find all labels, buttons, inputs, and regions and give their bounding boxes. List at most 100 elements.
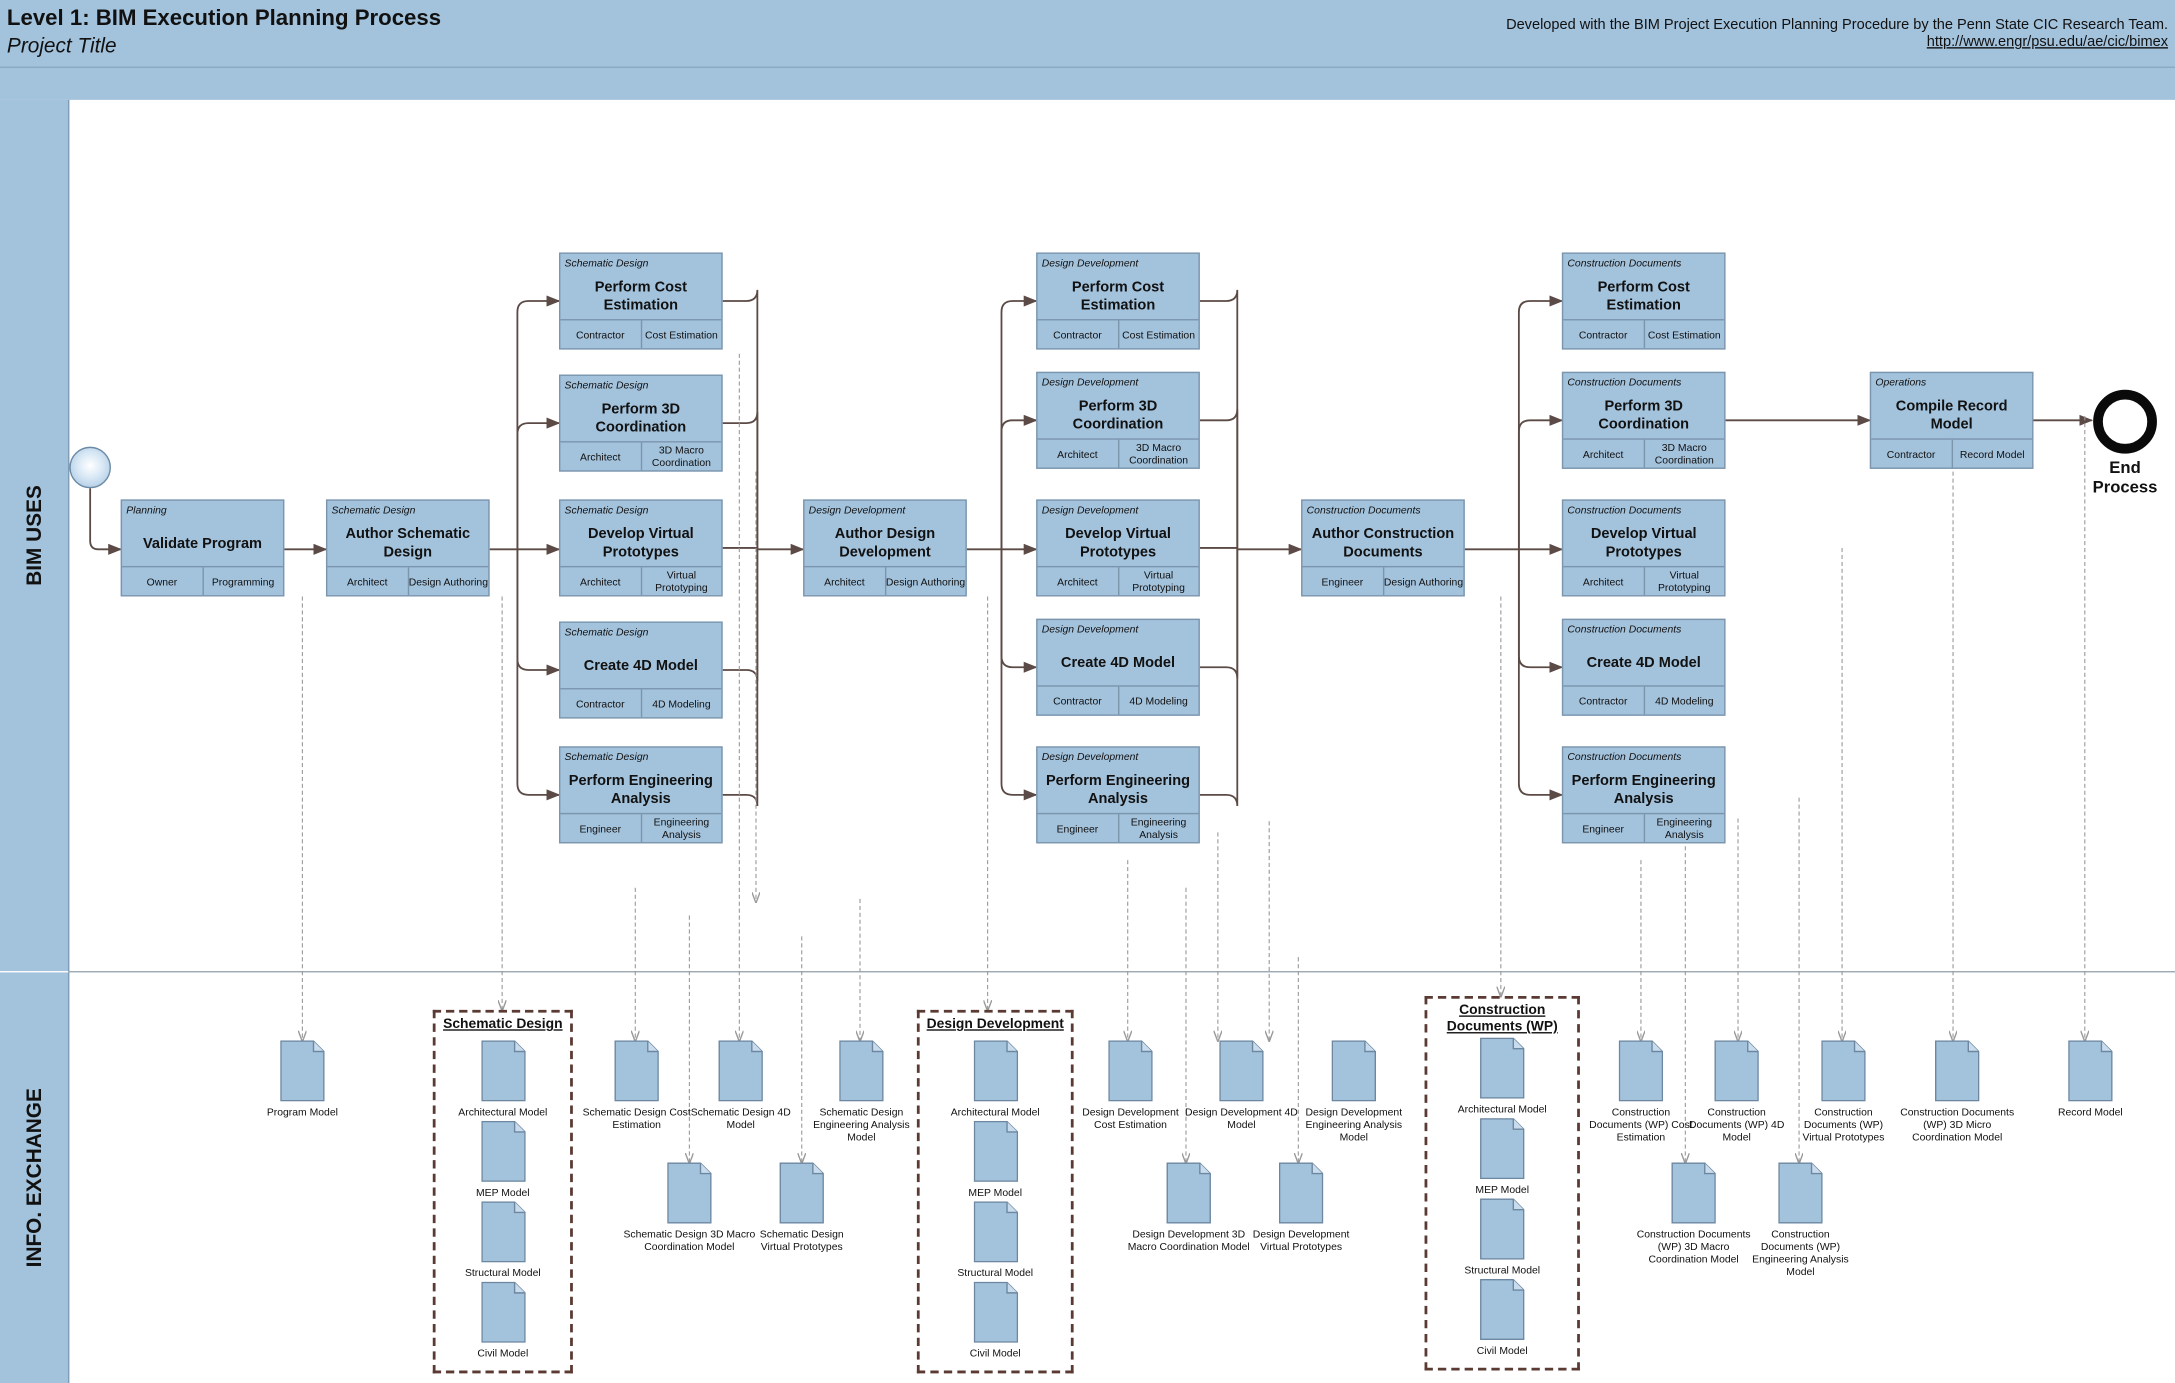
document-icon	[839, 1040, 884, 1102]
document-label: Architectural Model	[950, 1105, 1040, 1119]
process-title: Perform 3D Coordination	[595, 400, 687, 436]
document-icon	[1480, 1198, 1525, 1260]
process-box[interactable]: Design Development Author Design Develop…	[803, 499, 967, 597]
document-icon	[480, 1040, 526, 1102]
process-role: Architect	[580, 450, 621, 463]
flow-connector	[1517, 549, 1564, 673]
process-box[interactable]: Planning Validate Program Owner Programm…	[120, 499, 285, 597]
document-icon	[973, 1120, 1018, 1182]
document-icon	[973, 1040, 1018, 1102]
document-icon	[1480, 1037, 1525, 1099]
process-box[interactable]: Construction Documents Perform Engineeri…	[1561, 746, 1726, 844]
process-bim-use: 3D Macro Coordination	[640, 442, 721, 471]
process-role: Contractor	[1886, 447, 1936, 460]
process-footer: Contractor 4D Modeling	[1037, 685, 1199, 715]
document-icon	[973, 1201, 1018, 1263]
process-phase: Schematic Design	[564, 750, 649, 763]
process-footer: Contractor 4D Modeling	[560, 688, 722, 718]
document-icon	[480, 1120, 526, 1182]
end-event	[2093, 389, 2157, 454]
process-phase: Construction Documents	[1306, 503, 1421, 517]
credit-note: Developed with the BIM Project Execution…	[1506, 17, 2168, 50]
process-title: Author Schematic Design	[345, 525, 471, 561]
flow-connector	[1000, 549, 1038, 673]
document-label: MEP Model	[476, 1186, 530, 1199]
document-icon	[1480, 1278, 1525, 1341]
flow-connector	[1517, 549, 1564, 801]
project-title: Project Title	[6, 34, 117, 59]
process-title: Perform Cost Estimation	[1597, 278, 1690, 314]
process-box[interactable]: Schematic Design Author Schematic Design…	[325, 499, 490, 597]
process-bim-use: Programming	[201, 567, 283, 596]
document-label: Schematic Design Engineering Analysis Mo…	[813, 1105, 910, 1144]
process-box[interactable]: Schematic Design Develop Virtual Prototy…	[559, 499, 723, 597]
process-bim-use: Virtual Prototyping	[1643, 567, 1724, 596]
process-box[interactable]: Design Development Create 4D Model Contr…	[1036, 618, 1200, 716]
process-box[interactable]: Construction Documents Perform 3D Coordi…	[1561, 371, 1726, 469]
process-title: Perform Engineering Analysis	[1571, 772, 1716, 808]
document-label: Design Development Virtual Prototypes	[1252, 1227, 1350, 1253]
process-role: Contractor	[1053, 328, 1102, 341]
document-label: Structural Model	[464, 1266, 541, 1279]
process-footer: Architect Design Authoring	[327, 565, 489, 596]
process-box[interactable]: Design Development Perform Cost Estimati…	[1036, 252, 1200, 350]
process-box[interactable]: Schematic Design Perform 3D Coordination…	[559, 374, 723, 472]
process-box[interactable]: Construction Documents Perform Cost Esti…	[1561, 252, 1726, 350]
process-role: Architect	[824, 574, 865, 588]
process-box[interactable]: Design Development Perform 3D Coordinati…	[1036, 371, 1200, 469]
process-box[interactable]: Construction Documents Develop Virtual P…	[1561, 499, 1726, 597]
process-footer: Architect 3D Macro Coordination	[1563, 438, 1725, 468]
process-role: Architect	[346, 574, 388, 588]
process-box[interactable]: Operations Compile Record Model Contract…	[1869, 371, 2034, 469]
process-footer: Architect Virtual Prototyping	[1037, 565, 1199, 596]
document-icon	[667, 1162, 712, 1224]
document-label: Construction Documents (WP) 4D Model	[1688, 1105, 1785, 1144]
process-role: Contractor	[575, 328, 625, 341]
process-title: Develop Virtual Prototypes	[1065, 525, 1171, 561]
process-bim-use: 4D Modeling	[640, 689, 721, 718]
flow-connector	[1000, 549, 1038, 801]
document-label: Construction Documents (WP) 3D Micro Coo…	[1900, 1105, 2015, 1144]
process-phase: Design Development	[808, 503, 906, 517]
process-box[interactable]: Schematic Design Perform Cost Estimation…	[559, 252, 723, 350]
lane-info-exchange: INFO. EXCHANGE	[0, 972, 70, 1383]
process-box[interactable]: Schematic Design Perform Engineering Ana…	[559, 746, 723, 844]
document-label: Construction Documents (WP) Virtual Prot…	[1802, 1105, 1885, 1144]
process-phase: Schematic Design	[331, 503, 416, 517]
flow-connector	[1199, 409, 1239, 550]
process-box[interactable]: Design Development Perform Engineering A…	[1036, 746, 1200, 844]
document-label: Schematic Design Virtual Prototypes	[759, 1227, 844, 1253]
process-title: Develop Virtual Prototypes	[587, 525, 694, 561]
process-title: Develop Virtual Prototypes	[1590, 525, 1697, 561]
process-footer: Architect Design Authoring	[804, 565, 966, 596]
credit-link[interactable]: http://www.engr/psu.edu/ae/cic/bimex	[1926, 33, 2169, 50]
process-bim-use: 4D Modeling	[1117, 686, 1198, 715]
process-phase: Construction Documents	[1567, 622, 1682, 636]
process-role: Contractor	[1053, 694, 1102, 707]
flow-connector	[516, 549, 561, 801]
process-title: Perform Engineering Analysis	[568, 772, 713, 808]
process-role: Engineer	[579, 821, 622, 835]
document-icon	[1618, 1040, 1664, 1102]
document-label: Civil Model	[1476, 1344, 1528, 1357]
process-footer: Architect 3D Macro Coordination	[560, 441, 722, 471]
process-box[interactable]: Design Development Develop Virtual Proto…	[1036, 499, 1200, 597]
process-title: Perform 3D Coordination	[1598, 398, 1690, 433]
document-label: Structural Model	[1464, 1263, 1541, 1277]
model-group-title: Design Development	[926, 1016, 1064, 1033]
process-role: Contractor	[575, 697, 625, 710]
process-footer: Engineer Engineering Analysis	[1037, 812, 1199, 843]
document-icon	[718, 1040, 763, 1102]
process-box[interactable]: Construction Documents Author Constructi…	[1301, 499, 1465, 597]
process-title: Perform Cost Estimation	[1071, 278, 1165, 314]
document-label: MEP Model	[1475, 1183, 1530, 1196]
document-label: Design Development Cost Estimation	[1082, 1105, 1179, 1131]
process-box[interactable]: Construction Documents Create 4D Model C…	[1561, 618, 1726, 716]
process-bim-use: Engineering Analysis	[1117, 814, 1198, 843]
process-box[interactable]: Schematic Design Create 4D Model Contrac…	[559, 621, 723, 719]
document-label: Architectural Model	[458, 1105, 548, 1119]
process-bim-use: Cost Estimation	[1117, 320, 1198, 349]
document-icon	[973, 1281, 1018, 1343]
process-footer: Engineer Engineering Analysis	[560, 812, 722, 843]
document-icon	[1821, 1040, 1866, 1102]
